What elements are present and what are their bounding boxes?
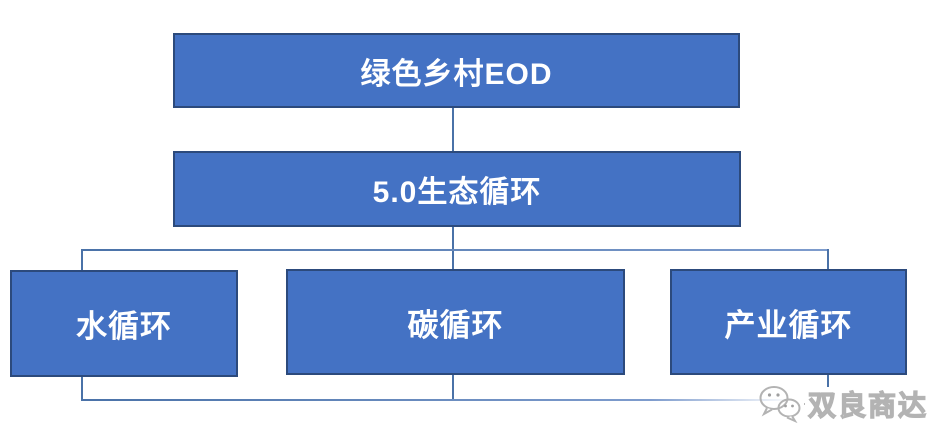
connector-below-carbon [452, 375, 454, 401]
node-label: 产业循环 [724, 307, 853, 343]
connector-below-water [81, 377, 83, 401]
connector-below-industry [827, 375, 829, 387]
watermark-text: 双良商达 [807, 389, 928, 421]
node-label: 5.0生态循环 [372, 176, 542, 209]
node-label: 水循环 [76, 309, 172, 344]
connector-level2-to-children [452, 227, 454, 270]
watermark-dash [804, 403, 805, 405]
node-carbon-cycle: 碳循环 [286, 269, 625, 375]
node-water-cycle: 水循环 [10, 270, 238, 377]
watermark: 双良商达 [758, 380, 928, 428]
node-eco-cycle: 5.0生态循环 [173, 151, 741, 227]
node-industry-cycle: 产业循环 [670, 269, 907, 375]
connector-top-rail [81, 249, 829, 251]
connector-bottom-rail [81, 399, 793, 401]
node-label: 绿色乡村EOD [360, 57, 553, 91]
node-green-village-eod: 绿色乡村EOD [173, 33, 740, 108]
wechat-logo-icon [758, 384, 802, 424]
connector-drop-left [81, 249, 83, 271]
connector-root-to-level2 [452, 108, 454, 151]
node-label: 碳循环 [407, 307, 504, 343]
connector-drop-right [827, 249, 829, 271]
